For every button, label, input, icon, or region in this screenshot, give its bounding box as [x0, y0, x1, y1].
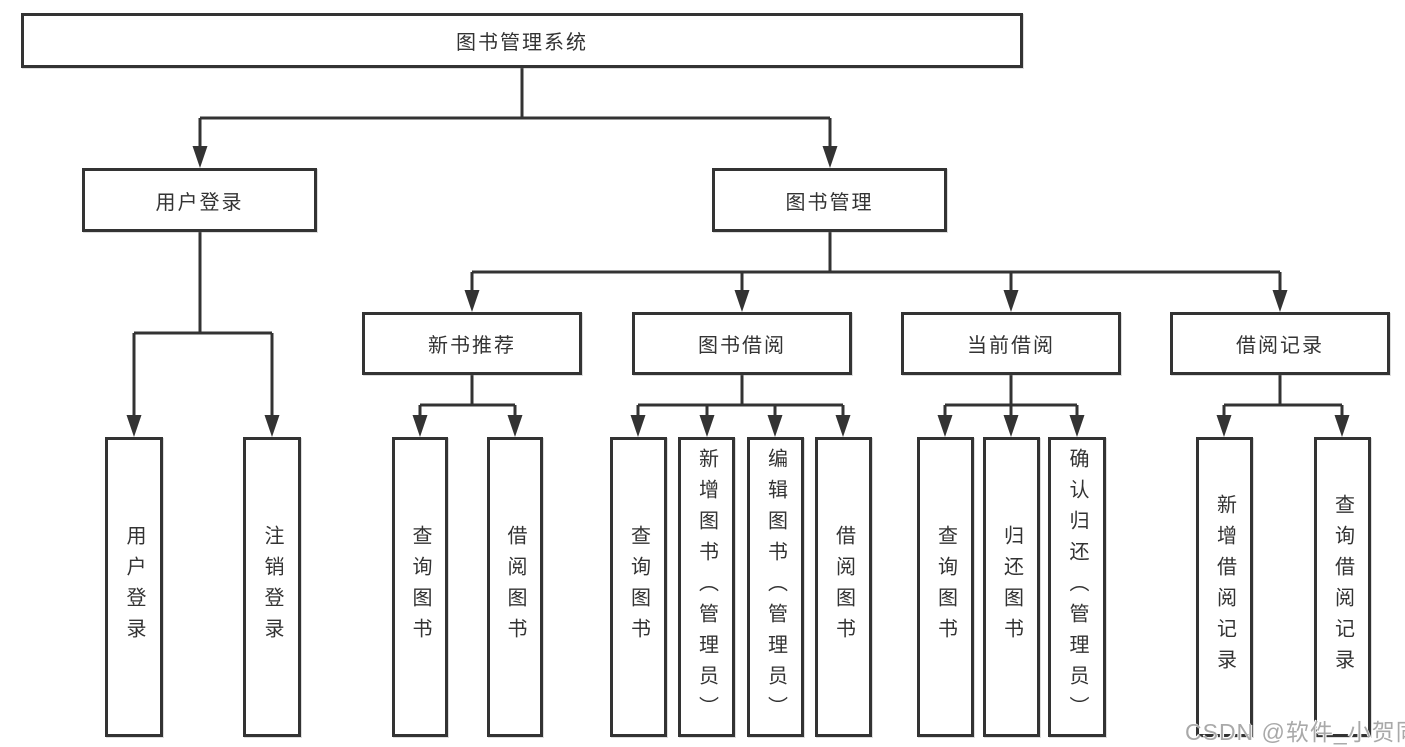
csdn-watermark: CSDN @软件_小贺同学 — [1185, 719, 1405, 745]
node-label: 确认归还（管理员） — [1066, 447, 1088, 727]
node-label: 查询借阅记录 — [1331, 494, 1354, 680]
node-new-book-recommend: 新书推荐 — [362, 312, 582, 375]
node-leaf-add-borrow-record: 新增借阅记录 — [1196, 437, 1253, 737]
node-leaf-add-books-admin: 新增图书（管理员） — [678, 437, 735, 737]
node-label: 借阅图书 — [504, 525, 526, 649]
node-label: 新书推荐 — [428, 335, 516, 357]
node-label: 图书借阅 — [698, 335, 786, 357]
node-label: 新增图书（管理员） — [695, 447, 718, 727]
node-label: 借阅记录 — [1236, 335, 1324, 357]
node-label: 新增借阅记录 — [1213, 494, 1236, 680]
node-user-login-branch: 用户登录 — [82, 168, 317, 232]
node-leaf-confirm-return-admin: 确认归还（管理员） — [1048, 437, 1106, 737]
node-leaf-borrow-books-1: 借阅图书 — [487, 437, 543, 737]
node-label: 注销登录 — [261, 525, 283, 649]
node-borrowing-records: 借阅记录 — [1170, 312, 1390, 375]
node-leaf-return-books: 归还图书 — [983, 437, 1040, 737]
node-label: 查询图书 — [627, 525, 650, 649]
node-leaf-query-books-1: 查询图书 — [392, 437, 448, 737]
node-root-system: 图书管理系统 — [21, 13, 1023, 68]
node-label: 查询图书 — [934, 525, 957, 649]
node-leaf-logout: 注销登录 — [243, 437, 301, 737]
node-leaf-query-borrow-record: 查询借阅记录 — [1314, 437, 1371, 737]
node-book-management-branch: 图书管理 — [712, 168, 947, 232]
node-leaf-user-login: 用户登录 — [105, 437, 163, 737]
node-label: 用户登录 — [155, 191, 244, 214]
node-current-borrowing: 当前借阅 — [901, 312, 1121, 375]
node-book-borrowing: 图书借阅 — [632, 312, 852, 375]
node-label: 图书管理系统 — [456, 32, 588, 54]
node-leaf-edit-books-admin: 编辑图书（管理员） — [747, 437, 804, 737]
node-label: 归还图书 — [1000, 525, 1023, 649]
node-leaf-borrow-books-2: 借阅图书 — [815, 437, 872, 737]
node-leaf-query-books-3: 查询图书 — [917, 437, 974, 737]
node-label: 查询图书 — [409, 525, 431, 649]
node-label: 图书管理 — [785, 191, 874, 214]
node-label: 借阅图书 — [832, 525, 855, 649]
node-label: 用户登录 — [123, 525, 145, 649]
node-leaf-query-books-2: 查询图书 — [610, 437, 667, 737]
node-label: 当前借阅 — [967, 335, 1055, 357]
node-label: 编辑图书（管理员） — [764, 447, 787, 727]
